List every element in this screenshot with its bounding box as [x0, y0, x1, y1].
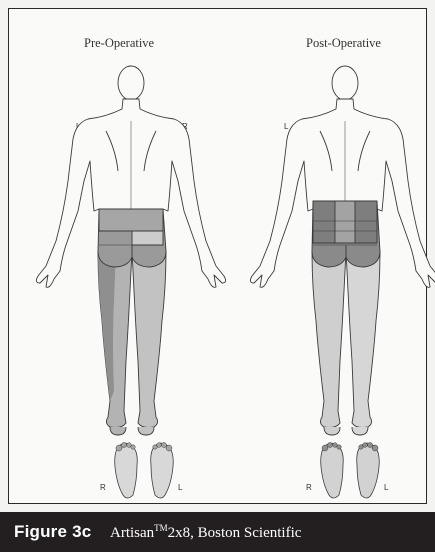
- pre-right-buttock-patch: [132, 231, 163, 245]
- pre-left-sole: [115, 443, 138, 498]
- pre-right-leg: [132, 251, 166, 428]
- post-operative-body-diagram: [240, 61, 435, 437]
- post-left-heel: [324, 427, 340, 435]
- figure-number-label: Figure 3c: [14, 522, 91, 542]
- pre-operative-title: Pre-Operative: [84, 36, 154, 51]
- figure-caption-text: ArtisanTM2x8, Boston Scientific: [110, 523, 301, 542]
- post-left-leg: [312, 251, 346, 428]
- pre-right-heel: [138, 427, 154, 435]
- post-head: [332, 66, 358, 100]
- post-central-patch: [335, 201, 355, 243]
- pre-operative-body-diagram: [26, 61, 236, 437]
- figure-panel: Pre-Operative Post-Operative L R L R: [8, 8, 427, 504]
- post-sole-left-label: R: [306, 483, 312, 492]
- pre-head: [118, 66, 144, 100]
- post-operative-title: Post-Operative: [306, 36, 381, 51]
- post-sole-right-label: L: [384, 483, 388, 492]
- post-right-heel: [352, 427, 368, 435]
- pre-sole-right-label: L: [178, 483, 182, 492]
- caption-device-name: Artisan: [110, 525, 154, 541]
- post-right-leg: [346, 251, 380, 428]
- pre-low-back-band: [99, 209, 163, 231]
- pre-right-sole: [151, 443, 174, 498]
- post-operative-soles-diagram: [311, 437, 391, 507]
- figure-caption-bar: Figure 3c ArtisanTM2x8, Boston Scientifi…: [0, 512, 435, 552]
- caption-trademark: TM: [154, 523, 168, 533]
- post-left-sole: [321, 443, 344, 498]
- pre-left-heel: [110, 427, 126, 435]
- caption-device-detail: 2x8, Boston Scientific: [168, 525, 302, 541]
- post-right-sole: [357, 443, 380, 498]
- pre-sole-left-label: R: [100, 483, 106, 492]
- pre-operative-soles-diagram: [105, 437, 185, 507]
